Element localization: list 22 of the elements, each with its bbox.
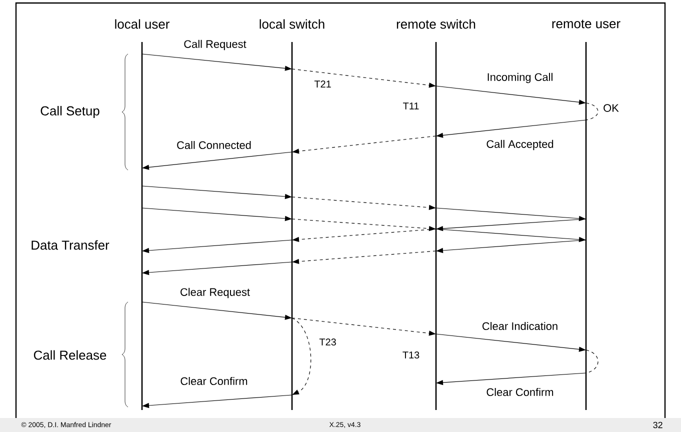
edge-label: Clear Confirm	[486, 388, 554, 396]
edge-label: OK	[604, 104, 619, 112]
edge-label: Call Request	[184, 40, 246, 50]
lifeline-header: local switch	[260, 19, 324, 29]
timer-label: T11	[403, 102, 419, 110]
timer-curve	[292, 318, 312, 395]
edge-label: Call Connected	[177, 140, 251, 150]
timer-label: T13	[402, 351, 420, 359]
lifeline-header: remote switch	[396, 19, 476, 29]
edge-label: Call Accepted	[486, 140, 554, 150]
edge-label: Clear Indication	[482, 322, 558, 330]
timer-label: T21	[314, 80, 331, 88]
lifeline-header: local user	[115, 19, 170, 29]
lifeline-header: remote user	[552, 20, 620, 28]
edge-label: Clear Confirm	[180, 376, 248, 386]
edge-label: Clear Request	[180, 288, 250, 298]
timer-curve	[586, 350, 598, 374]
page-number: 32	[653, 422, 662, 428]
edge-label: Incoming Call	[488, 72, 552, 84]
timer-curve	[586, 102, 598, 120]
timer-label: T23	[319, 338, 336, 346]
phase-label: Call Setup	[40, 106, 100, 118]
